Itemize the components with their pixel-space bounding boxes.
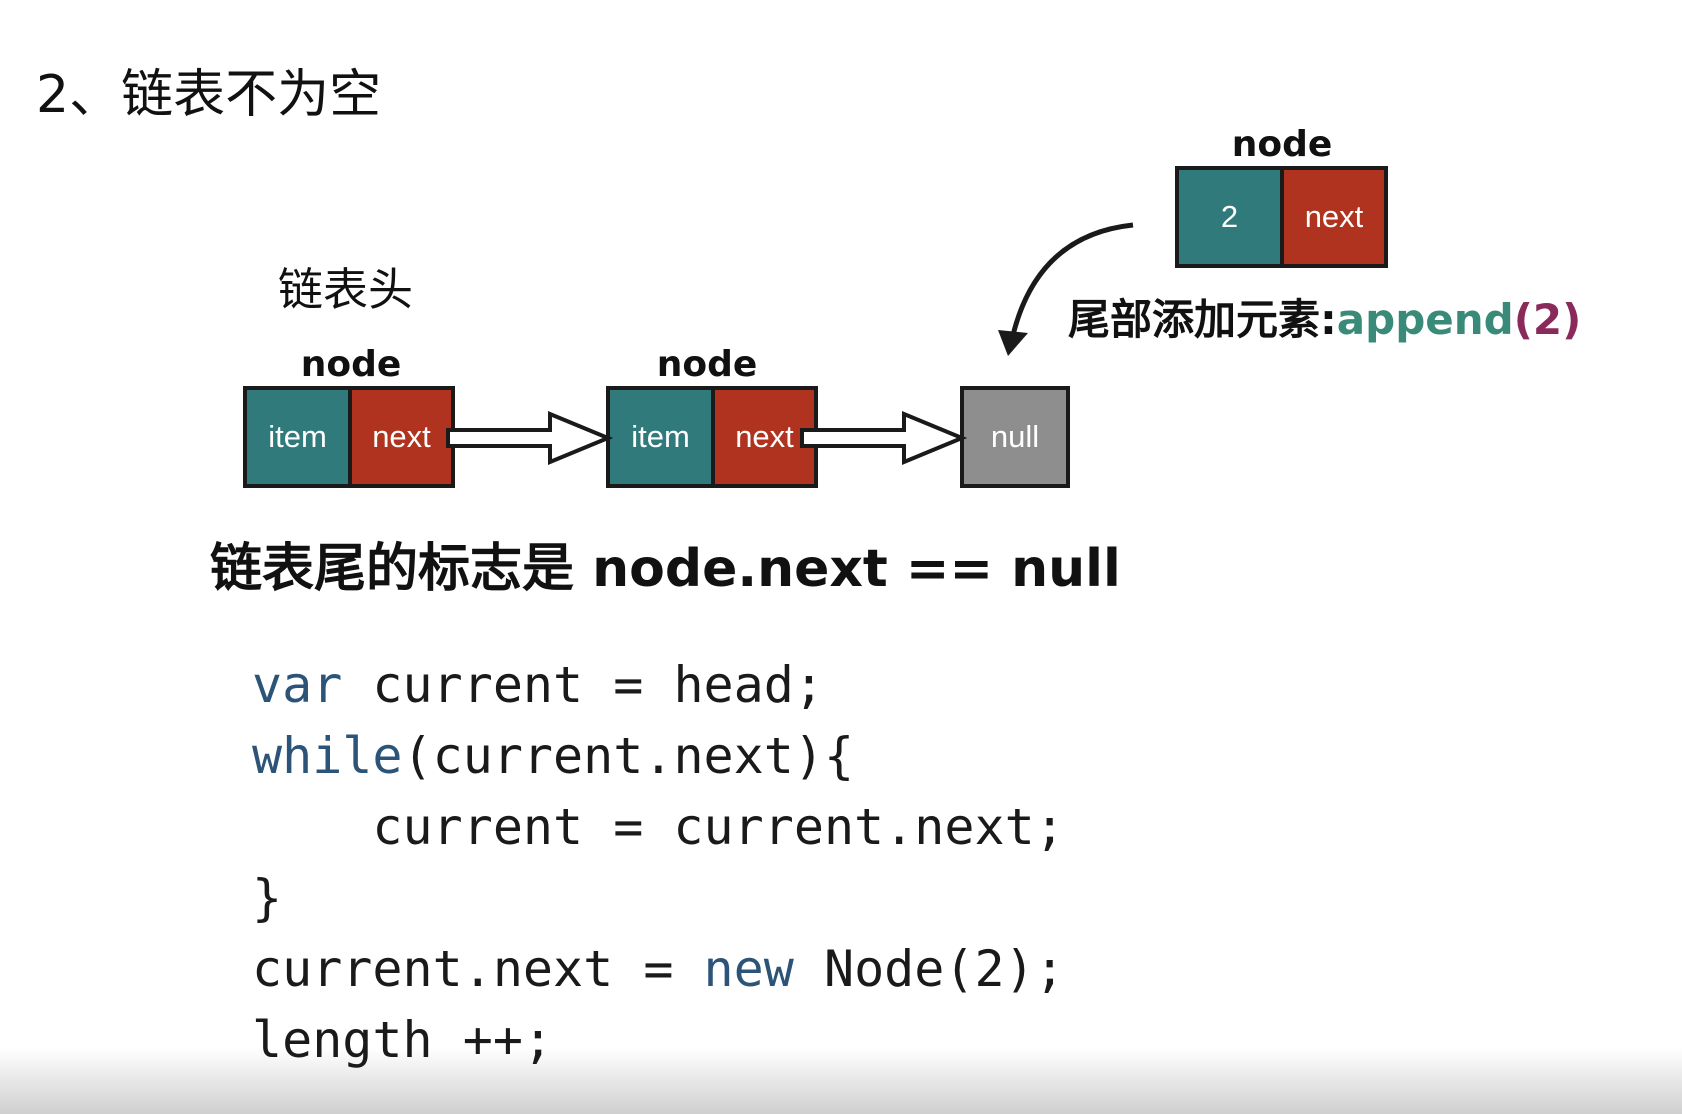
new-node-next: next (1284, 170, 1384, 264)
code-keyword-while: while (252, 727, 403, 785)
append-paren-close: ) (1562, 295, 1582, 344)
node-2-next: next (715, 390, 814, 484)
code-block: var current = head;while(current.next){ … (252, 650, 1065, 1076)
page-title: 2、链表不为空 (36, 65, 382, 125)
pointer-arrow-1 (446, 411, 614, 465)
node-2-item: item (610, 390, 715, 484)
code-line-5-b: Node(2); (793, 940, 1065, 998)
new-node-label: node (1231, 124, 1333, 165)
head-label: 链表头 (278, 263, 414, 316)
append-label: 尾部添加元素: (1068, 295, 1337, 344)
tail-caption: 链表尾的标志是 node.next == null (210, 539, 1121, 599)
append-paren-open: ( (1513, 295, 1533, 344)
append-arrow-head (998, 330, 1028, 356)
append-annotation: 尾部添加元素:append(2) (1068, 292, 1581, 348)
code-keyword-var: var (252, 656, 343, 714)
bottom-shade (0, 1048, 1682, 1114)
append-fn: append (1336, 295, 1514, 344)
append-arg: 2 (1532, 295, 1563, 344)
node-label-1: node (300, 344, 402, 385)
code-line-4: } (252, 869, 283, 927)
append-curve-arrow (1010, 222, 1134, 336)
code-line-5-a: current.next = (252, 940, 704, 998)
code-line-2: while(current.next){ (252, 721, 1065, 792)
new-node: 2 next (1175, 166, 1388, 268)
node-1-next: next (352, 390, 451, 484)
code-line-1: var current = head; (252, 650, 1065, 721)
code-line-2-rest: (current.next){ (402, 727, 855, 785)
null-node: null (960, 386, 1070, 488)
node-1-item: item (247, 390, 352, 484)
new-node-value: 2 (1179, 170, 1284, 264)
node-label-2: node (656, 344, 758, 385)
code-line-3: current = current.next; (252, 798, 1065, 856)
code-line-1-rest: current = head; (342, 656, 824, 714)
pointer-arrow-2 (800, 411, 968, 465)
node-2: item next (606, 386, 818, 488)
code-keyword-new: new (703, 940, 794, 998)
null-cell: null (964, 390, 1066, 484)
code-line-6: length ++; (252, 1011, 554, 1069)
code-line-5: current.next = new Node(2); (252, 934, 1065, 1005)
